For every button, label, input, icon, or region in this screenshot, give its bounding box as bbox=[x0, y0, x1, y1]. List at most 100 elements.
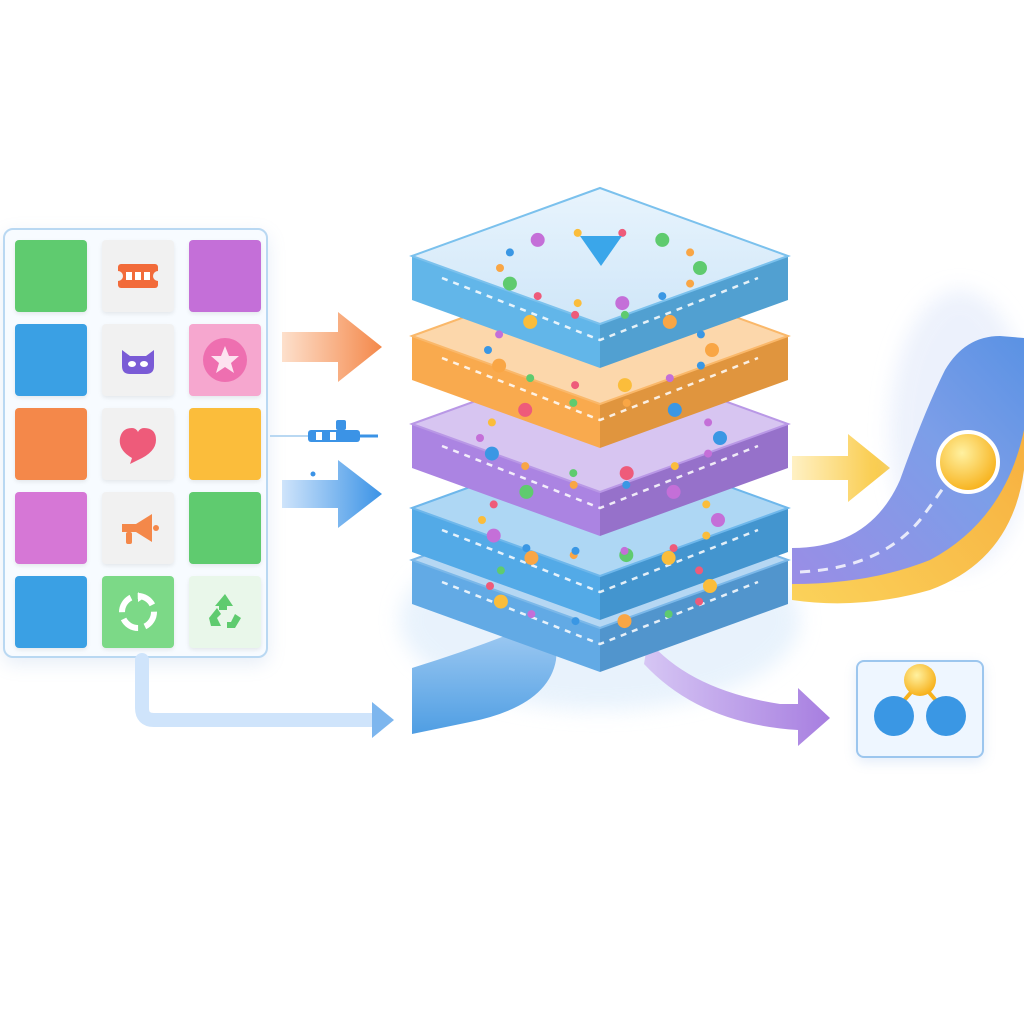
bead bbox=[569, 469, 578, 478]
color-tile[interactable] bbox=[189, 240, 261, 312]
bead bbox=[569, 480, 578, 489]
color-tile[interactable] bbox=[15, 492, 87, 564]
yellow-output-arrow bbox=[792, 434, 890, 502]
child-node-left bbox=[874, 696, 914, 736]
recycle-icon bbox=[209, 594, 241, 628]
bead bbox=[495, 330, 504, 339]
bead bbox=[670, 462, 679, 471]
icon-tile[interactable] bbox=[102, 408, 174, 480]
bead bbox=[658, 292, 667, 301]
bead bbox=[686, 279, 695, 288]
heart-chat-icon bbox=[119, 428, 156, 464]
bead bbox=[619, 466, 634, 481]
bead bbox=[622, 398, 631, 407]
color-tile[interactable] bbox=[15, 408, 87, 480]
bead bbox=[695, 566, 704, 575]
color-tile[interactable] bbox=[15, 576, 87, 648]
bead bbox=[686, 248, 695, 257]
icon-tile[interactable] bbox=[102, 492, 174, 564]
bead bbox=[496, 264, 504, 272]
bead bbox=[617, 614, 632, 629]
bead bbox=[622, 480, 631, 489]
icon-tile[interactable] bbox=[102, 324, 174, 396]
icon-tile[interactable] bbox=[102, 576, 174, 648]
icon-tile[interactable] bbox=[189, 576, 261, 648]
bead bbox=[620, 310, 629, 319]
bead bbox=[713, 431, 727, 445]
panel-output-connector bbox=[135, 653, 385, 727]
icon-tile[interactable] bbox=[102, 240, 174, 312]
bead bbox=[489, 500, 498, 509]
mask-icon bbox=[122, 350, 154, 374]
bead bbox=[615, 296, 630, 311]
bead bbox=[524, 550, 539, 565]
flower-icon bbox=[203, 338, 247, 382]
bead bbox=[620, 546, 629, 555]
bead bbox=[496, 566, 505, 575]
color-tile[interactable] bbox=[15, 324, 87, 396]
bead bbox=[523, 314, 538, 329]
bead bbox=[502, 276, 517, 291]
bead bbox=[519, 484, 534, 499]
bead bbox=[478, 516, 486, 524]
ticket-icon bbox=[113, 264, 163, 288]
purple-output-arrow bbox=[644, 640, 830, 746]
bead bbox=[667, 402, 682, 417]
bead-chains bbox=[476, 228, 727, 629]
bead bbox=[618, 228, 627, 237]
recycle-circle-icon bbox=[119, 592, 157, 631]
bead bbox=[571, 381, 580, 390]
bead bbox=[493, 594, 508, 609]
color-tile[interactable] bbox=[189, 492, 261, 564]
bead bbox=[704, 418, 713, 427]
bead bbox=[505, 248, 514, 257]
bead bbox=[695, 597, 704, 606]
bead bbox=[669, 544, 678, 553]
category-tile-panel bbox=[3, 228, 268, 658]
tile-grid bbox=[15, 240, 261, 648]
bead bbox=[526, 374, 535, 383]
layer-stack bbox=[409, 186, 791, 672]
bead bbox=[693, 261, 707, 275]
icon-tile[interactable] bbox=[189, 324, 261, 396]
bead bbox=[705, 343, 719, 357]
color-tile[interactable] bbox=[15, 240, 87, 312]
hierarchy-nodes-icon bbox=[874, 664, 966, 736]
bead bbox=[617, 378, 632, 393]
node-graph-box bbox=[856, 660, 984, 758]
bead bbox=[573, 299, 582, 308]
output-node-circle bbox=[936, 430, 1000, 494]
bead bbox=[522, 544, 531, 553]
bead bbox=[702, 531, 711, 540]
wave-output-flow bbox=[792, 290, 1024, 604]
bead bbox=[486, 528, 501, 543]
color-tile[interactable] bbox=[189, 408, 261, 480]
input-triangle-marker bbox=[580, 236, 622, 266]
left-output-flow bbox=[412, 628, 557, 734]
bead bbox=[702, 500, 711, 509]
megaphone-icon bbox=[122, 514, 159, 544]
bead bbox=[662, 314, 677, 329]
bead bbox=[711, 513, 725, 527]
bead bbox=[487, 418, 496, 427]
bead bbox=[704, 449, 713, 458]
blue-input-arrow bbox=[282, 460, 382, 528]
bead bbox=[521, 462, 530, 471]
bead bbox=[530, 232, 545, 247]
bead bbox=[655, 232, 670, 247]
connector-icon bbox=[270, 420, 378, 477]
bead bbox=[486, 582, 494, 590]
bead bbox=[696, 330, 705, 339]
bead bbox=[571, 310, 580, 319]
bead bbox=[476, 434, 484, 442]
bead bbox=[533, 292, 542, 301]
bead bbox=[664, 610, 673, 619]
bead bbox=[492, 358, 507, 373]
bead bbox=[484, 446, 499, 461]
bead bbox=[703, 579, 717, 593]
bead bbox=[665, 374, 674, 383]
bead bbox=[571, 546, 580, 555]
bead bbox=[666, 484, 681, 499]
